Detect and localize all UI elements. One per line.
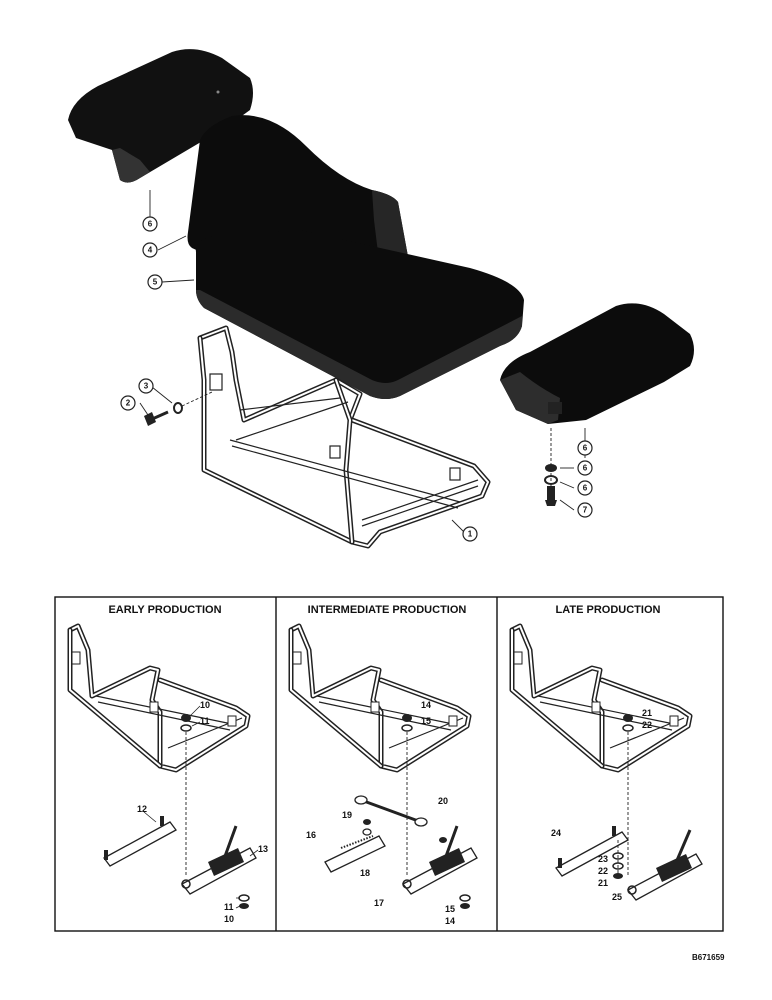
seat-cushion xyxy=(195,230,524,399)
late-frame xyxy=(509,623,703,901)
early-label-12: 12 xyxy=(137,804,147,814)
intermediate-frame xyxy=(288,623,478,909)
late-label-21b: 21 xyxy=(598,878,608,888)
production-panels xyxy=(54,596,724,932)
early-label-13: 13 xyxy=(258,844,268,854)
callout-7: 7 xyxy=(577,502,593,518)
panel-title-intermediate: INTERMEDIATE PRODUCTION xyxy=(308,604,467,616)
intermediate-label-15: 15 xyxy=(421,716,431,726)
late-label-22b: 22 xyxy=(598,866,608,876)
intermediate-label-16: 16 xyxy=(306,830,316,840)
reference-number: B671659 xyxy=(692,953,725,962)
callout-6-washer: 6 xyxy=(577,460,593,476)
late-label-22: 22 xyxy=(642,720,652,730)
intermediate-label-19: 19 xyxy=(342,810,352,820)
intermediate-label-14: 14 xyxy=(421,700,431,710)
intermediate-label-14b: 14 xyxy=(445,916,455,926)
callout-1: 1 xyxy=(462,526,478,542)
callout-5: 5 xyxy=(147,274,163,290)
svg-text:6: 6 xyxy=(583,484,588,493)
late-label-23: 23 xyxy=(598,854,608,864)
armrest-hardware xyxy=(544,428,558,506)
mounting-bolt xyxy=(144,391,213,426)
seat-frame xyxy=(197,325,491,549)
callout-4: 4 xyxy=(142,242,158,258)
intermediate-label-18: 18 xyxy=(360,868,370,878)
early-label-10b: 10 xyxy=(224,914,234,924)
callout-2: 2 xyxy=(120,395,136,411)
svg-text:3: 3 xyxy=(144,382,149,391)
svg-text:5: 5 xyxy=(153,278,158,287)
svg-text:2: 2 xyxy=(126,399,131,408)
svg-text:7: 7 xyxy=(583,506,588,515)
callout-6-nut: 6 xyxy=(577,480,593,496)
left-armrest xyxy=(68,49,253,183)
callout-6-left: 6 xyxy=(142,216,158,232)
late-label-21: 21 xyxy=(642,708,652,718)
early-label-11: 11 xyxy=(200,716,210,726)
early-label-11b: 11 xyxy=(224,902,234,912)
intermediate-label-15b: 15 xyxy=(445,904,455,914)
early-frame xyxy=(67,623,259,909)
late-label-24: 24 xyxy=(551,828,561,838)
right-armrest xyxy=(500,303,694,424)
callout-3: 3 xyxy=(138,378,154,394)
panel-title-late: LATE PRODUCTION xyxy=(556,604,661,616)
late-label-25: 25 xyxy=(612,892,622,902)
svg-text:4: 4 xyxy=(148,246,153,255)
svg-text:6: 6 xyxy=(583,444,588,453)
callout-6-right: 6 xyxy=(577,440,593,456)
intermediate-label-20: 20 xyxy=(438,796,448,806)
early-label-10: 10 xyxy=(200,700,210,710)
svg-text:6: 6 xyxy=(148,220,153,229)
svg-text:1: 1 xyxy=(468,530,473,539)
svg-text:6: 6 xyxy=(583,464,588,473)
panel-title-early: EARLY PRODUCTION xyxy=(108,604,221,616)
intermediate-label-17: 17 xyxy=(374,898,384,908)
